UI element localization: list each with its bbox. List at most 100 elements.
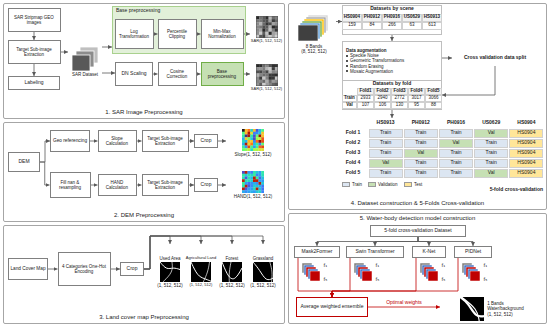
pixel — [256, 73, 259, 76]
connector — [442, 58, 452, 59]
pixel — [271, 16, 274, 19]
pixel — [259, 149, 262, 152]
fold-output-label: f₅ — [373, 276, 382, 283]
step-text: Cross validation data split — [452, 50, 538, 66]
pixel — [253, 138, 256, 141]
pixel — [253, 174, 256, 177]
box-text: Base preprocessing — [203, 69, 242, 79]
list-row: Mosaic Augmentation — [346, 69, 393, 74]
image-caption: Used Area — [159, 256, 180, 261]
image-caption: Grassland — [253, 256, 274, 261]
table-cell: Train — [404, 129, 438, 138]
list-row: Speckle Noise — [346, 53, 379, 58]
pixel — [242, 185, 245, 188]
pixel — [245, 132, 248, 135]
pixel — [261, 129, 264, 132]
pixel — [256, 138, 259, 141]
pixel — [259, 129, 262, 132]
panel-caption: 1. SAR Image Preprocessing — [105, 109, 182, 116]
pixel — [245, 140, 248, 143]
table-cell: Train — [369, 139, 403, 148]
table-cell: HS0904 — [509, 129, 543, 138]
pixel — [242, 149, 245, 152]
table-cell: Fold 1 — [338, 128, 368, 138]
pixel — [245, 185, 248, 188]
pixel — [271, 25, 274, 28]
pixel — [256, 177, 259, 180]
box-text: SAR Stripmap GEO images — [10, 15, 59, 25]
image-feature — [462, 297, 480, 321]
pixel — [256, 188, 259, 191]
thumbnail — [460, 297, 484, 321]
pixel — [245, 171, 248, 174]
image-ground — [160, 262, 180, 282]
pixel — [248, 185, 251, 188]
process-box: Cosine Correction — [158, 62, 197, 86]
pixel — [261, 171, 264, 174]
thumbnail — [191, 262, 211, 282]
legend-text: Test — [414, 182, 422, 187]
legend-item: Test — [404, 182, 422, 187]
process-box: Mask2Former — [294, 246, 340, 258]
table-cell: Val — [404, 149, 438, 158]
legend-item: Validation — [368, 182, 397, 187]
pixel — [268, 22, 271, 25]
pixel — [268, 19, 271, 22]
table-cell: 2933 — [357, 95, 374, 102]
fold-output-stack — [462, 263, 480, 281]
pixel — [242, 171, 245, 174]
table-cell: PH0912 — [403, 118, 438, 128]
box-text: Target Sub-image Extraction — [10, 47, 59, 57]
table-cell: Val — [474, 129, 508, 138]
process-box: Land Cover Map — [8, 258, 48, 280]
process-box: Geo referencing — [50, 130, 90, 152]
table-cell: 613 — [422, 22, 442, 30]
table-cell: Fold 3 — [338, 148, 368, 158]
image-caption: SAR(1, 512, 512) — [251, 39, 282, 44]
table-cell: Train — [474, 139, 508, 148]
table-cell: Fold1 — [357, 88, 374, 95]
pixel — [253, 149, 256, 152]
table-cell: Train — [369, 129, 403, 138]
table-title: Datasets by scene — [370, 6, 414, 12]
bullet — [346, 60, 348, 62]
pixel — [259, 22, 262, 25]
pixel — [245, 138, 248, 141]
fold-output-label: f₁ — [481, 262, 490, 269]
table-cell: Train — [404, 139, 438, 148]
box-text: Mask2Former — [302, 249, 333, 255]
pixel — [250, 171, 253, 174]
pixel — [253, 135, 256, 138]
pixel — [265, 19, 268, 22]
pixel — [245, 182, 248, 185]
pixel — [261, 132, 264, 135]
thumbnail — [222, 262, 242, 282]
table-cell: 266 — [382, 22, 402, 30]
panel-caption: 2. DEM Preprocessing — [114, 212, 174, 219]
pixel — [265, 76, 268, 79]
pixel — [256, 22, 259, 25]
pixel — [242, 135, 245, 138]
legend-text: Train — [352, 182, 362, 187]
pixel — [261, 143, 264, 146]
pixel — [256, 79, 259, 82]
table-cell: 63 — [402, 22, 422, 30]
pixel — [248, 146, 251, 149]
pixel — [261, 180, 264, 183]
table-cell: Fold2 — [374, 88, 391, 95]
connector — [442, 66, 495, 95]
pixel — [253, 140, 256, 143]
table-cell: US0629 — [402, 14, 422, 22]
image-caption: Forest — [226, 256, 239, 261]
image-frame — [256, 16, 278, 38]
box-text: DEM — [18, 159, 29, 165]
list-item: Geometric Transformations — [350, 58, 404, 63]
connector — [61, 52, 69, 53]
pixel — [250, 146, 253, 149]
table-cell: Train — [369, 149, 403, 158]
pixel — [261, 140, 264, 143]
pixel — [265, 16, 268, 19]
image-caption: (1, 512, 512) — [157, 283, 183, 288]
table-cell: HS0913 — [368, 118, 403, 128]
pixel — [259, 16, 262, 19]
